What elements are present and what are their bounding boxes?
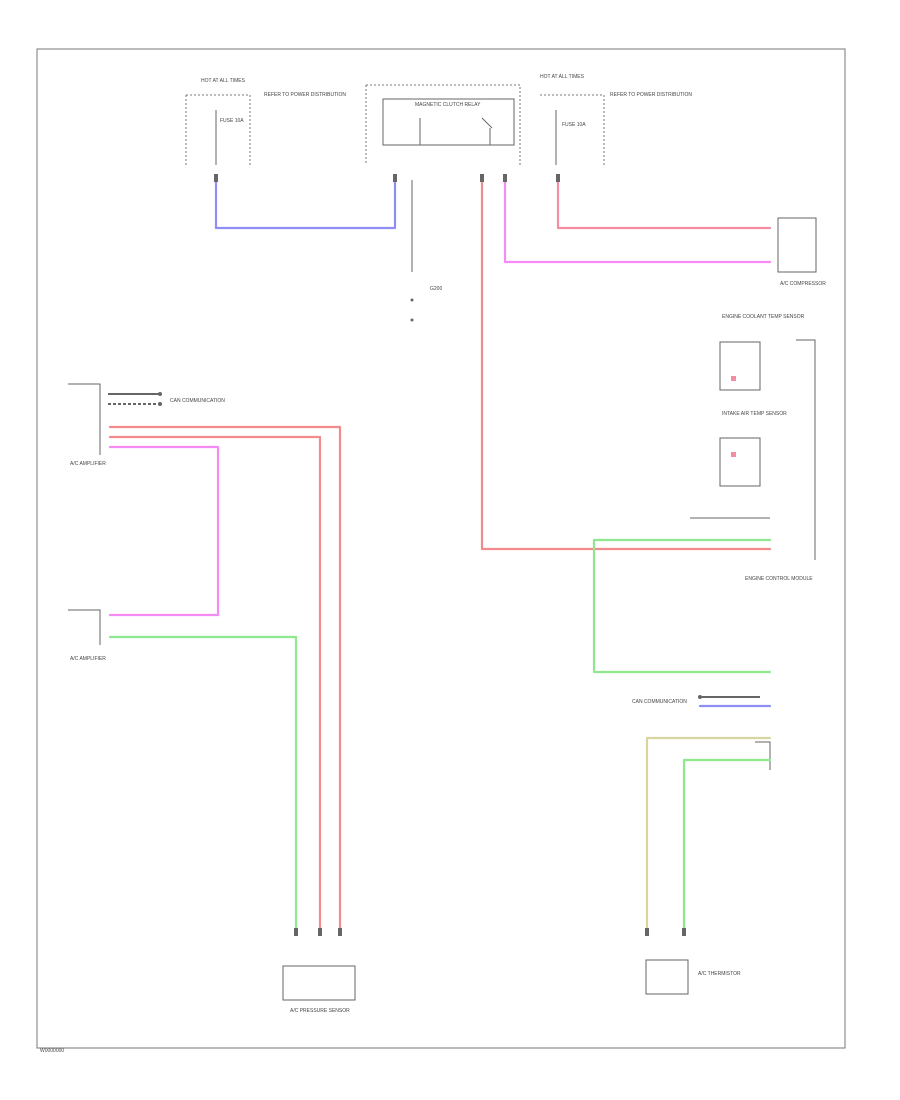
mid-left-connector: A/C AMPLIFIER xyxy=(68,609,106,662)
sensor-label: A/C PRESSURE SENSOR xyxy=(290,1008,350,1014)
fuse-left-label: FUSE 10A xyxy=(220,118,244,124)
fuse-box-left: HOT AT ALL TIMES REFER TO POWER DISTRIBU… xyxy=(185,78,346,165)
wire-red-1 xyxy=(108,425,342,932)
relay-box: MAGNETIC CLUTCH RELAY HOT AT ALL TIMES xyxy=(365,74,585,165)
power-distribution-left-label: REFER TO POWER DISTRIBUTION xyxy=(264,92,346,98)
can-right: CAN COMMUNICATION xyxy=(632,695,760,705)
ground-symbol: G200 xyxy=(410,180,442,322)
wire-green-left xyxy=(108,635,298,932)
thermistor-label: A/C THERMISTOR xyxy=(698,971,741,977)
hot-at-all-times-right-label: HOT AT ALL TIMES xyxy=(540,74,585,80)
intake-air-temp-sensor xyxy=(719,437,761,487)
wire-red-long xyxy=(480,178,772,551)
fuse-right-label: FUSE 10A xyxy=(562,122,586,128)
connector-pins xyxy=(214,174,686,936)
page-code-label: W0000000 xyxy=(40,1048,64,1054)
wire-magenta-top xyxy=(503,178,772,264)
wire-blue-top xyxy=(214,178,397,230)
compressor-box xyxy=(777,217,817,273)
ac-pressure-sensor xyxy=(282,965,356,1001)
compressor-label: A/C COMPRESSOR xyxy=(780,281,826,287)
ground-label: G200 xyxy=(430,286,442,292)
cube2-label: INTAKE AIR TEMP SENSOR xyxy=(722,411,787,417)
fuse-box-right: REFER TO POWER DISTRIBUTION FUSE 10A xyxy=(540,92,692,165)
diagram-frame xyxy=(36,48,846,1049)
ecm-title-label: ENGINE CONTROL MODULE xyxy=(745,576,813,582)
cube1-label: ENGINE COOLANT TEMP SENSOR xyxy=(722,314,805,320)
hot-at-all-times-left-label: HOT AT ALL TIMES xyxy=(201,78,246,84)
wire-magenta-left xyxy=(108,445,220,617)
wire-green-ecm xyxy=(592,538,772,674)
mid-left-label: A/C AMPLIFIER xyxy=(70,656,106,662)
wire-yellow-br xyxy=(645,736,772,932)
engine-coolant-temp-sensor xyxy=(719,341,761,391)
can-right-label: CAN COMMUNICATION xyxy=(632,699,687,705)
relay-title-label: MAGNETIC CLUTCH RELAY xyxy=(415,102,481,108)
wire-red-2 xyxy=(108,435,322,932)
magnetic-clutch-relay xyxy=(382,98,515,146)
thermistor: A/C THERMISTOR xyxy=(645,741,771,995)
ac-amplifier-label: A/C AMPLIFIER xyxy=(70,461,106,467)
can-left-label: CAN COMMUNICATION xyxy=(170,398,225,404)
power-distribution-right-label: REFER TO POWER DISTRIBUTION xyxy=(610,92,692,98)
wire-pink-top xyxy=(556,178,772,230)
wire-green-br xyxy=(682,758,772,932)
ecm-area: ENGINE COOLANT TEMP SENSOR INTAKE AIR TE… xyxy=(690,314,816,582)
ac-amplifier: A/C AMPLIFIER CAN COMMUNICATION xyxy=(68,383,225,467)
